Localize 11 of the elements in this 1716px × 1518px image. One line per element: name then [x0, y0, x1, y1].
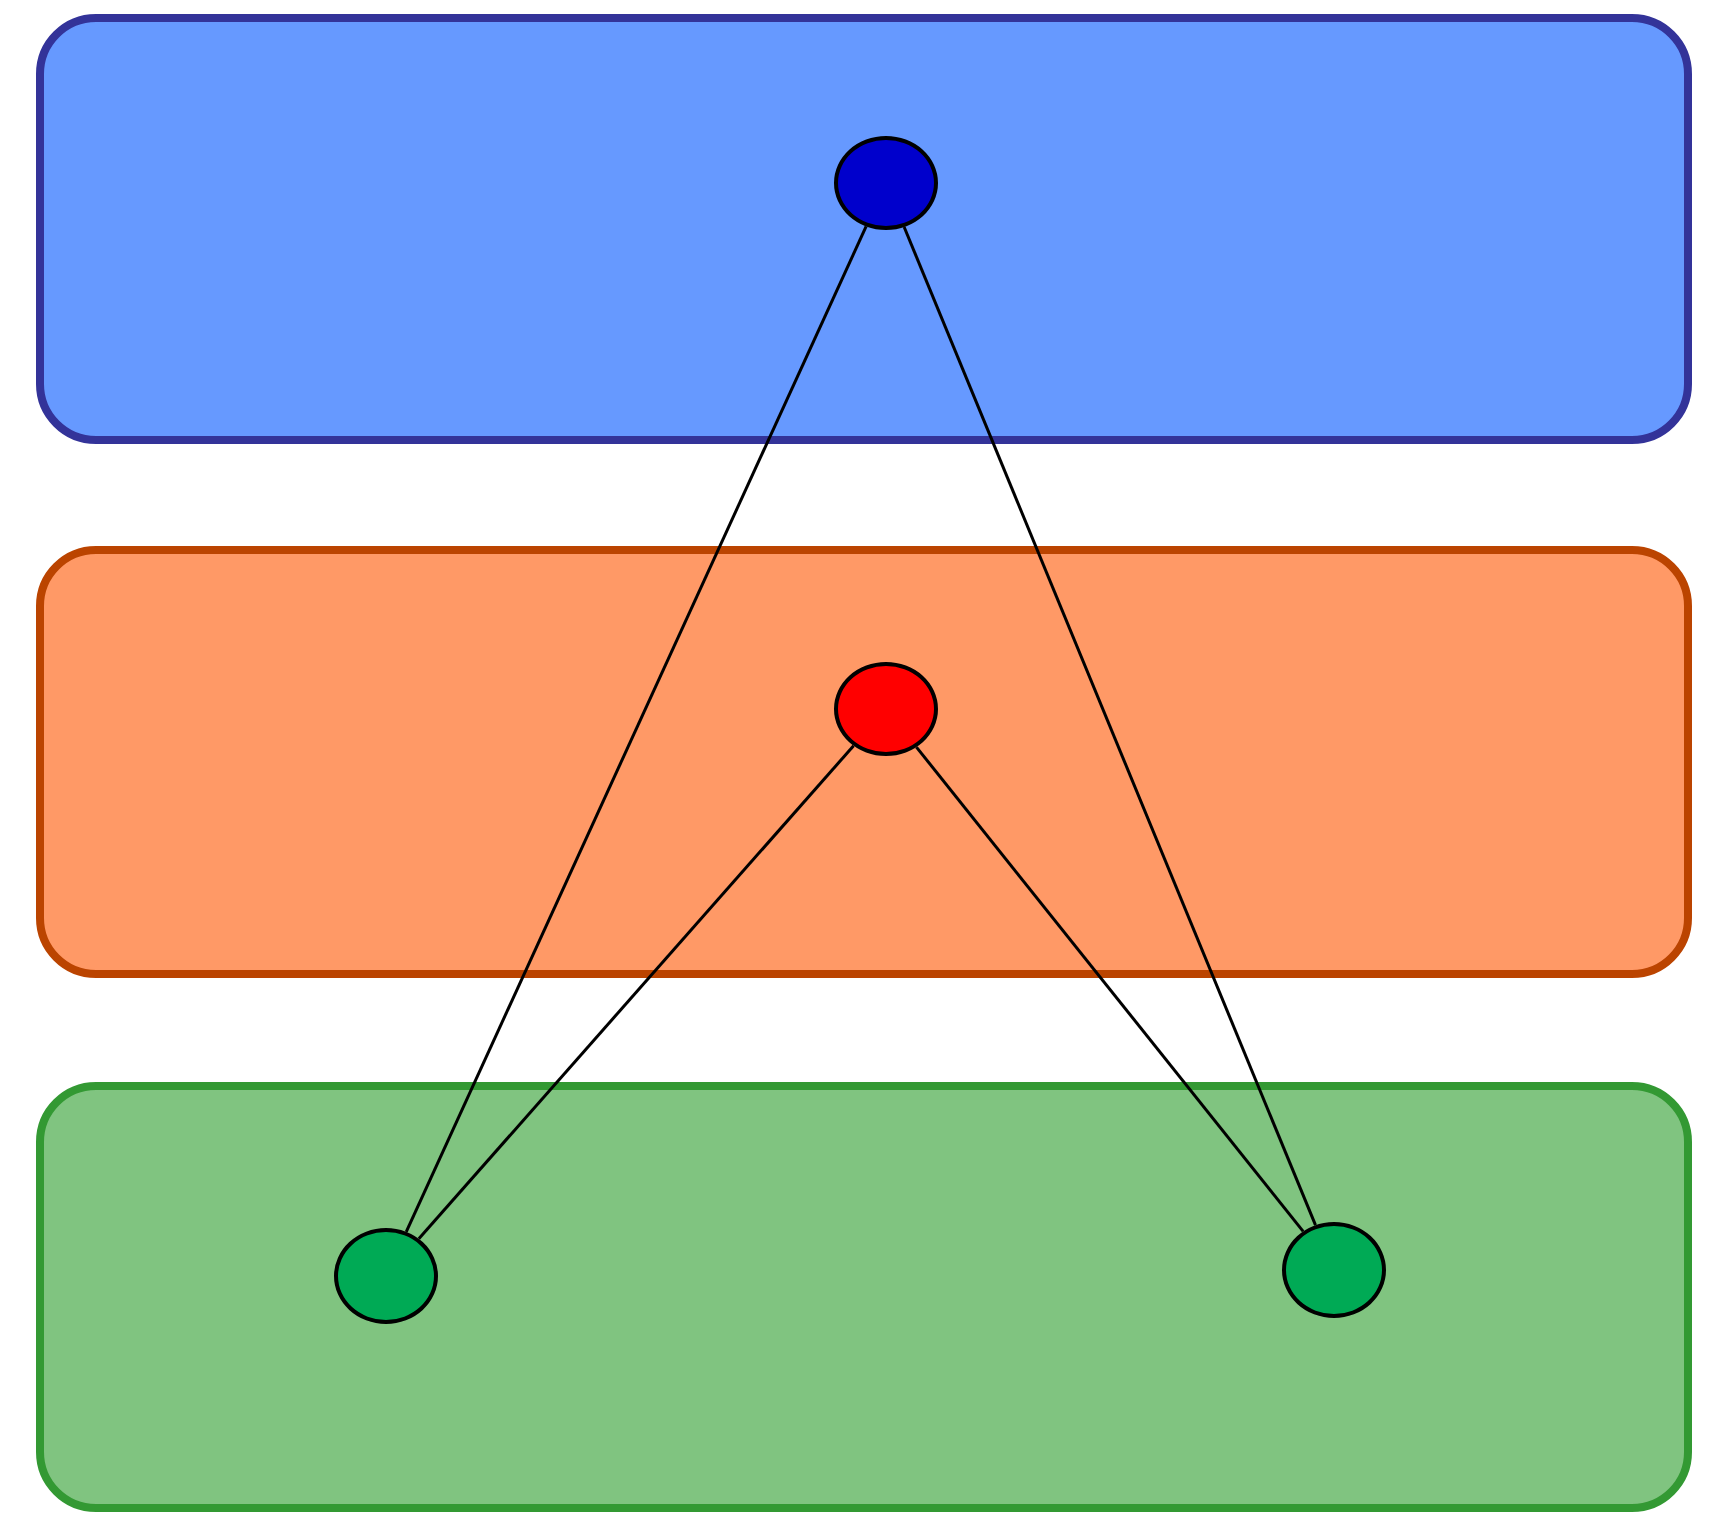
band-box [36, 1082, 1692, 1512]
connector-line [915, 746, 1305, 1233]
connector-line [404, 225, 868, 1233]
band-box [36, 14, 1692, 444]
circle-node [834, 662, 938, 756]
band-box [36, 546, 1692, 978]
circle-node [334, 1228, 438, 1324]
circle-node [834, 136, 938, 230]
connector-line [417, 744, 855, 1240]
circle-node [1282, 1222, 1386, 1318]
connector-line [902, 226, 1317, 1226]
